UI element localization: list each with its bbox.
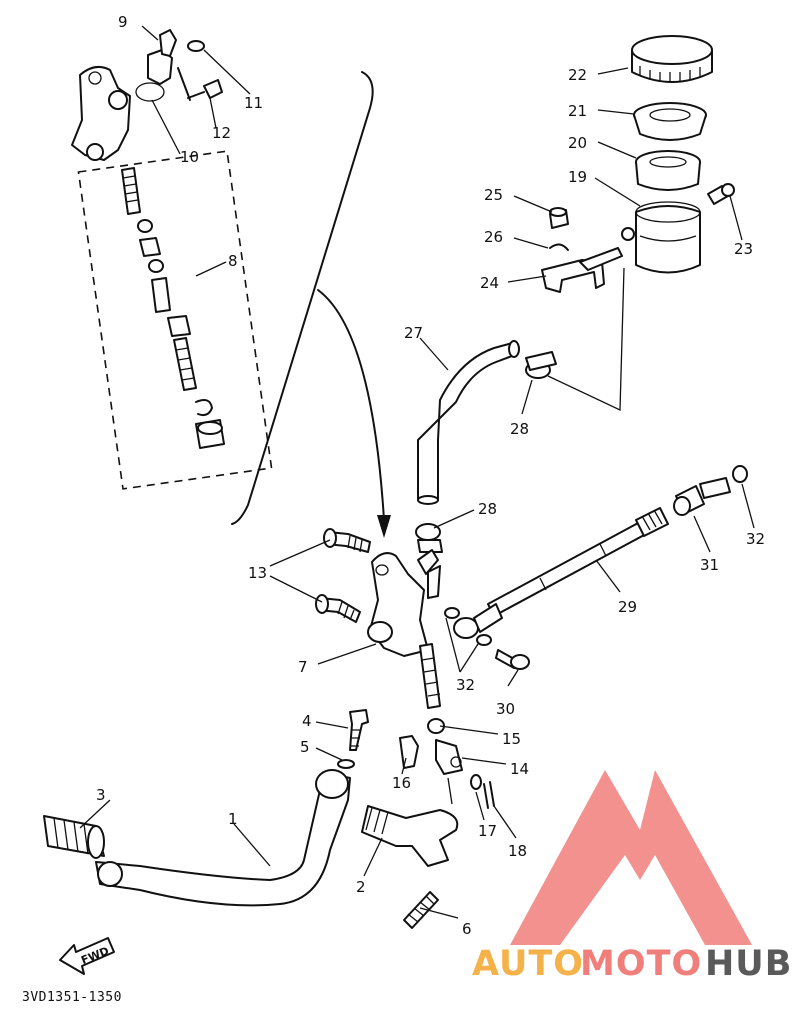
pedal-shaft bbox=[361, 805, 459, 867]
footrest-rubber bbox=[43, 815, 105, 859]
label-4: 4 bbox=[302, 712, 312, 730]
reservoir-leader-line bbox=[547, 267, 625, 412]
label-18: 18 bbox=[508, 842, 527, 860]
fwd-arrow-icon: FWD bbox=[59, 937, 115, 975]
label-7: 7 bbox=[298, 658, 308, 676]
brake-rod-assembly bbox=[444, 465, 748, 670]
watermark-moto: MOTO bbox=[580, 944, 702, 984]
watermark-logo bbox=[510, 770, 752, 945]
label-20: 20 bbox=[568, 134, 587, 152]
return-spring bbox=[403, 891, 439, 929]
label-15: 15 bbox=[502, 730, 521, 748]
detail-pointer-arrow bbox=[317, 289, 385, 521]
part-labels: 9 11 10 12 8 22 21 20 19 23 25 26 24 27 … bbox=[96, 13, 765, 938]
label-31: 31 bbox=[700, 556, 719, 574]
hose-clamp-upper bbox=[525, 351, 557, 379]
label-23: 23 bbox=[734, 240, 753, 258]
yoke-14 bbox=[435, 739, 463, 775]
triangle-m-logo-icon bbox=[510, 770, 752, 945]
reservoir-body bbox=[635, 205, 701, 274]
label-25: 25 bbox=[484, 186, 503, 204]
label-14: 14 bbox=[510, 760, 529, 778]
label-8: 8 bbox=[228, 252, 238, 270]
label-32-right: 32 bbox=[746, 530, 765, 548]
label-21: 21 bbox=[568, 102, 587, 120]
label-11: 11 bbox=[244, 94, 263, 112]
piston-kit-parts bbox=[121, 167, 225, 449]
label-5: 5 bbox=[300, 738, 310, 756]
arrow-head bbox=[377, 515, 391, 538]
label-1: 1 bbox=[228, 810, 238, 828]
leader-lines bbox=[79, 25, 755, 919]
label-13: 13 bbox=[248, 564, 267, 582]
label-12: 12 bbox=[212, 124, 231, 142]
label-28-lower: 28 bbox=[478, 500, 497, 518]
reservoir-hose bbox=[417, 341, 517, 501]
label-17: 17 bbox=[478, 822, 497, 840]
detail-separator-line bbox=[231, 71, 374, 525]
label-16: 16 bbox=[392, 774, 411, 792]
master-cylinder-detail bbox=[71, 29, 223, 161]
master-cylinder bbox=[367, 549, 441, 709]
label-29: 29 bbox=[618, 598, 637, 616]
diagram-code: 3VD1351-1350 bbox=[22, 990, 122, 1005]
bolt-16 bbox=[399, 735, 419, 769]
watermark-auto: AUTO bbox=[472, 944, 584, 984]
label-28-upper: 28 bbox=[510, 420, 529, 438]
label-27: 27 bbox=[404, 324, 423, 342]
label-26: 26 bbox=[484, 228, 503, 246]
brake-pedal bbox=[95, 769, 351, 907]
linkage-parts bbox=[337, 709, 495, 809]
label-2: 2 bbox=[356, 878, 366, 896]
label-22: 22 bbox=[568, 66, 587, 84]
label-3: 3 bbox=[96, 786, 106, 804]
reservoir-assembly bbox=[541, 35, 735, 293]
mounting-bolts-13 bbox=[315, 528, 371, 623]
hose-clamp-lower bbox=[415, 523, 443, 553]
label-32-left: 32 bbox=[456, 676, 475, 694]
label-6: 6 bbox=[462, 920, 472, 938]
logo-inner-cutout bbox=[580, 870, 645, 930]
label-24: 24 bbox=[480, 274, 499, 292]
watermark-hub: HUB bbox=[705, 944, 792, 984]
part-8-kit-box bbox=[77, 150, 273, 490]
label-10: 10 bbox=[180, 148, 199, 166]
label-9: 9 bbox=[118, 13, 128, 31]
label-30: 30 bbox=[496, 700, 515, 718]
label-19: 19 bbox=[568, 168, 587, 186]
